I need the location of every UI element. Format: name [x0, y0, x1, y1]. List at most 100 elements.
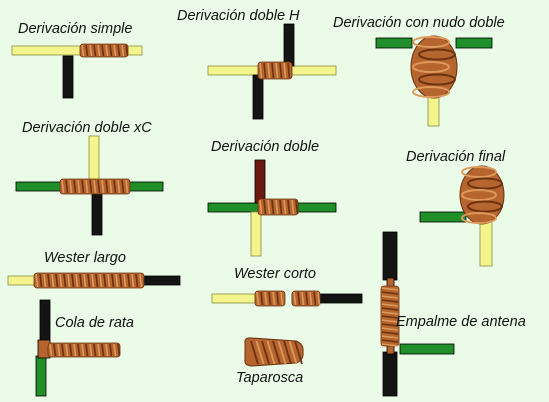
- coil-turn: [69, 179, 73, 194]
- coil-turn: [125, 179, 129, 194]
- coil-turn: [297, 291, 301, 306]
- splice-wester-largo: [7, 272, 181, 289]
- taparosca-ridge: [288, 340, 298, 365]
- copper-coil: [257, 61, 293, 80]
- wire-yellow-branch: [88, 135, 100, 183]
- label-derivacion-nudo-doble: Derivación con nudo doble: [333, 15, 505, 31]
- copper-coil: [380, 285, 400, 347]
- coil-turn: [117, 343, 121, 357]
- coil-turn: [119, 273, 123, 288]
- copper-coil-left: [254, 290, 286, 307]
- coil-turn: [109, 179, 113, 194]
- coil-turn: [381, 295, 399, 299]
- copper-knot: [410, 35, 458, 99]
- coil-turn: [127, 273, 131, 288]
- knot-loop: [467, 177, 503, 190]
- copper-coil: [79, 43, 129, 58]
- knot-loop: [412, 86, 450, 98]
- knot-loop: [461, 166, 497, 178]
- coil-turn: [113, 44, 117, 57]
- wire-yellow-main: [11, 45, 143, 56]
- coil-turn: [89, 44, 93, 57]
- coil-turn: [113, 343, 117, 357]
- coil-turn: [305, 291, 309, 306]
- coil-turn: [69, 343, 73, 357]
- coil-turn: [73, 179, 77, 194]
- splice-derivacion-doble-h: [207, 23, 337, 120]
- coil-turn: [87, 273, 91, 288]
- coil-turn: [73, 343, 77, 357]
- wire-black-branch-bottom: [252, 74, 264, 120]
- coil-turn: [89, 179, 93, 194]
- coil-turn: [105, 44, 109, 57]
- coil-turn: [381, 327, 399, 331]
- coil-turn: [293, 291, 297, 306]
- coil-turn: [57, 343, 61, 357]
- knot-loop: [461, 212, 497, 224]
- copper-coil: [59, 178, 131, 195]
- coil-turn: [121, 44, 125, 57]
- splice-derivacion-final: [419, 165, 505, 267]
- coil-turn: [287, 62, 291, 79]
- wire-black-top: [39, 299, 51, 343]
- coil-turn: [268, 291, 272, 306]
- coil-turn: [59, 273, 63, 288]
- coil-turn: [381, 303, 399, 307]
- coil-turn: [71, 273, 75, 288]
- coil-turn: [97, 343, 101, 357]
- coil-turn: [267, 62, 271, 79]
- coil-turn: [309, 291, 313, 306]
- coil-turn: [51, 273, 55, 288]
- taparosca-ridge: [272, 340, 281, 365]
- coil-turn: [35, 273, 39, 288]
- taparosca-connector: [244, 337, 304, 367]
- coil-turn: [259, 199, 263, 215]
- knot-loop: [418, 73, 456, 86]
- wire-green-right: [455, 37, 493, 49]
- coil-turn: [271, 199, 275, 215]
- coil-turn: [381, 291, 399, 295]
- coil-turn: [381, 287, 399, 291]
- coil-turn: [279, 199, 283, 215]
- label-derivacion-doble-h: Derivación doble H: [177, 8, 300, 24]
- wire-green-branch: [399, 343, 455, 355]
- taparosca-ridge: [250, 340, 259, 365]
- wire-black-bottom: [382, 351, 398, 397]
- wire-green-left: [375, 37, 413, 49]
- coil-turn: [276, 291, 280, 306]
- coil-turn: [75, 273, 79, 288]
- coil-turn: [97, 44, 101, 57]
- coil-turn: [107, 273, 111, 288]
- coil-turn: [85, 44, 89, 57]
- coil-turn: [65, 179, 69, 194]
- splice-empalme-de-antena: [380, 231, 455, 397]
- coil-turn: [263, 62, 267, 79]
- knot-loop: [418, 48, 456, 61]
- knot-loop: [461, 189, 497, 201]
- coil-turn: [381, 319, 399, 323]
- coil-turn: [91, 273, 95, 288]
- coil-turn: [135, 273, 139, 288]
- coil-turn: [287, 199, 291, 215]
- splice-derivacion-doble: [207, 159, 337, 257]
- coil-turn: [93, 343, 97, 357]
- splice-wester-corto: [211, 290, 363, 307]
- coil-turn: [81, 343, 85, 357]
- coil-turn: [139, 273, 143, 288]
- coil-turn: [283, 199, 287, 215]
- coil-turn: [77, 343, 81, 357]
- coil-turn: [381, 299, 399, 303]
- coil-turn: [99, 273, 103, 288]
- coil-turn: [61, 179, 65, 194]
- coil-turn: [105, 179, 109, 194]
- coil-turn: [83, 273, 87, 288]
- taparosca-ridge: [255, 340, 265, 365]
- coil-turn: [113, 179, 117, 194]
- coil-turn: [125, 44, 129, 57]
- coil-turn: [95, 273, 99, 288]
- copper-coil: [47, 342, 121, 358]
- coil-turn: [121, 179, 125, 194]
- coil-turn: [115, 273, 119, 288]
